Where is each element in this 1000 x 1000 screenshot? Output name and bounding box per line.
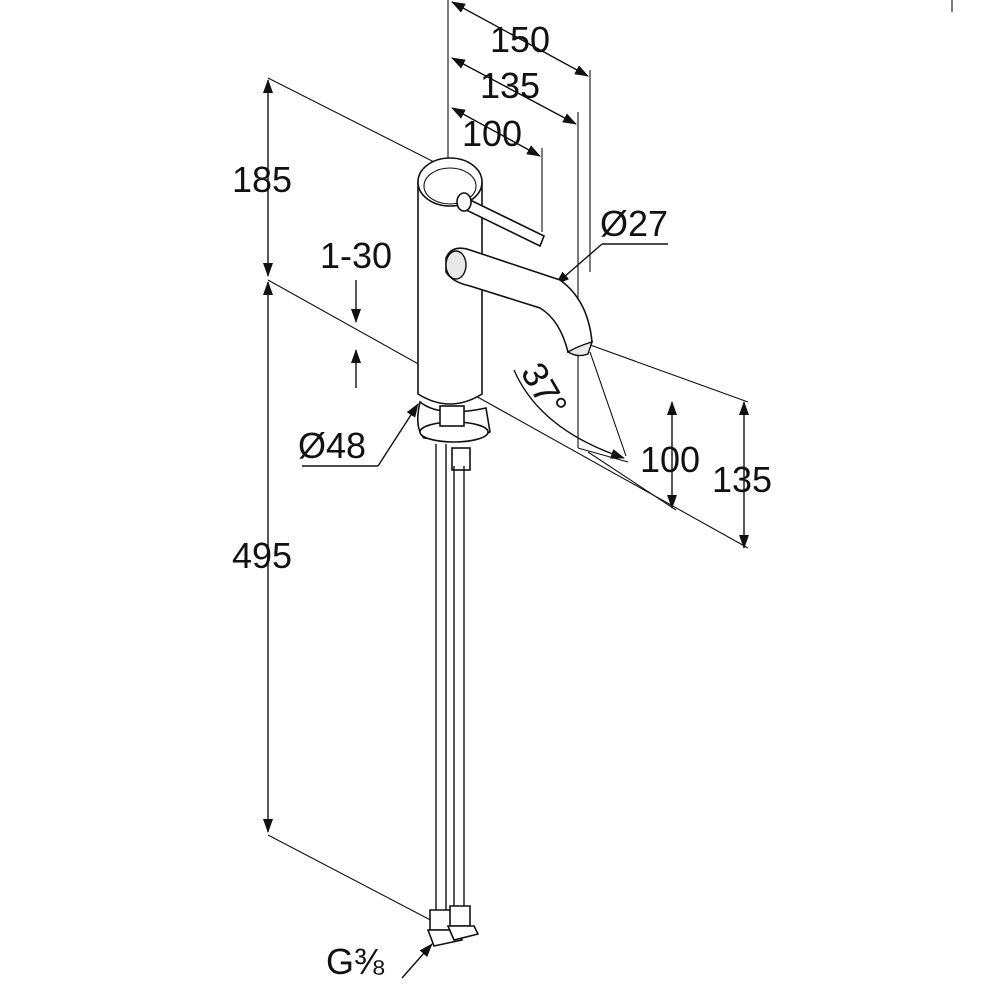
dim-1-30: 1-30 [320, 235, 392, 276]
dim-135-top: 135 [480, 65, 540, 106]
dimension-labels: 150 135 100 185 1-30 Ø27 37° Ø48 100 135… [232, 19, 772, 982]
faucet-body [416, 157, 594, 471]
dim-150: 150 [490, 19, 550, 60]
dim-135-right: 135 [712, 459, 772, 500]
dim-100-top: 100 [462, 113, 522, 154]
dim-angle: 37° [513, 356, 576, 424]
dim-connection: G⅜ [326, 941, 385, 982]
dim-100-right: 100 [640, 439, 700, 480]
dimension-lines [263, 1, 749, 979]
extension-lines [267, 0, 953, 926]
dim-spout-diameter: Ø27 [600, 203, 668, 244]
dim-base-diameter: Ø48 [298, 425, 366, 466]
supply-hoses [426, 444, 480, 947]
dim-185: 185 [232, 159, 292, 200]
dim-495: 495 [232, 535, 292, 576]
